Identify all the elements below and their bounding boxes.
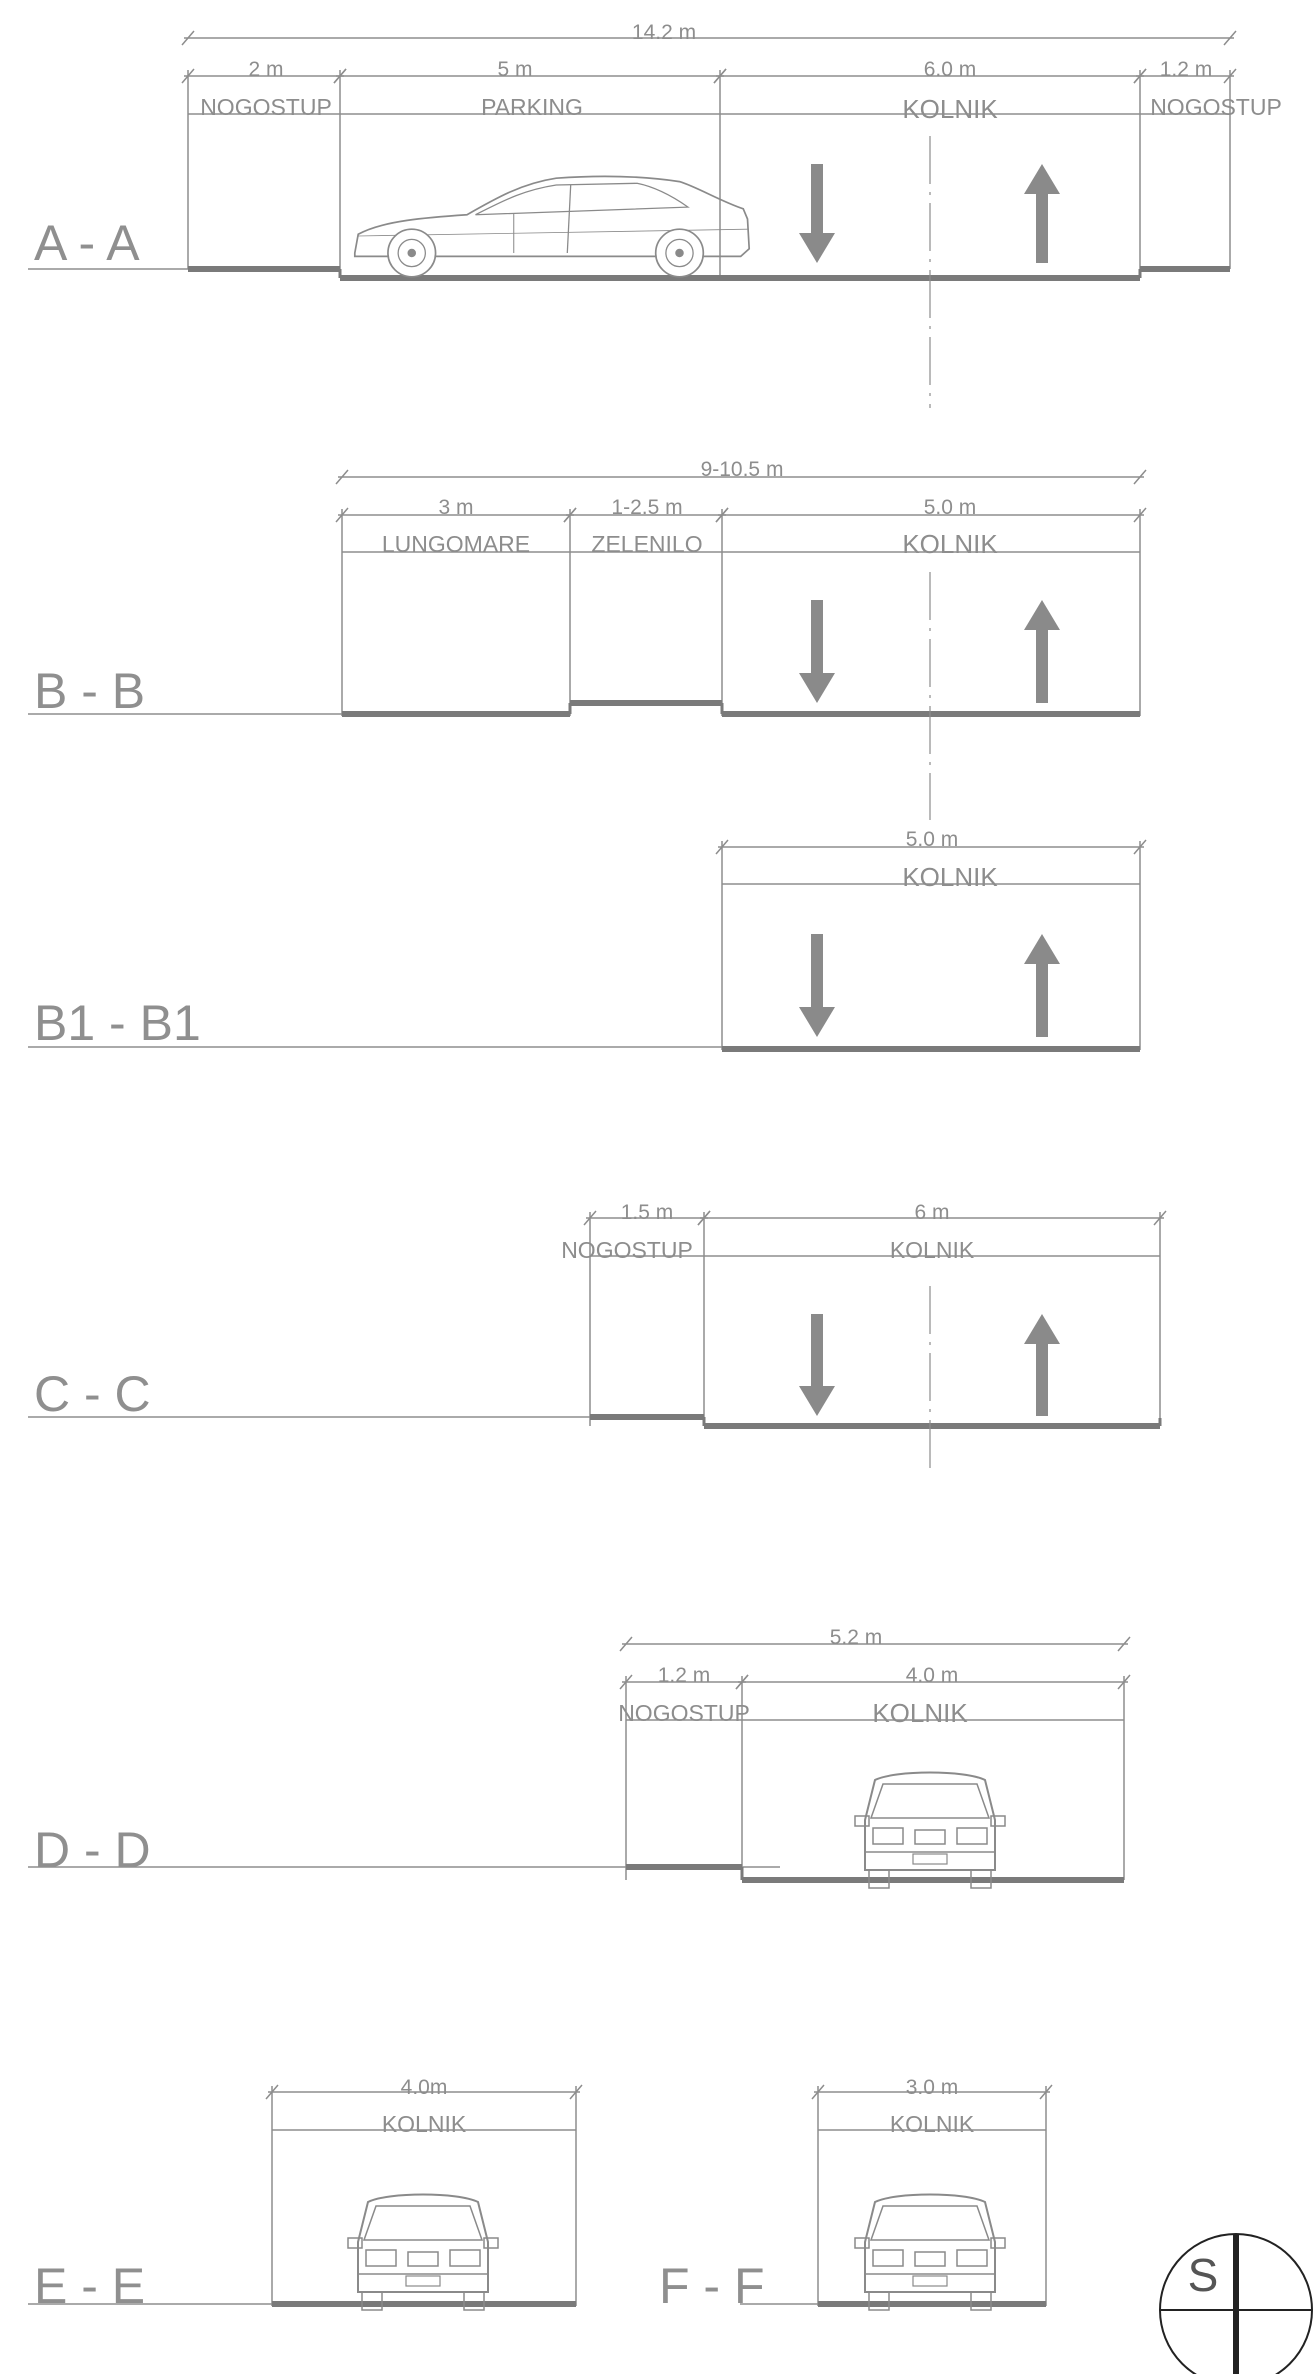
dimension-total-a: 14.2 m xyxy=(631,21,697,44)
traffic-arrow-down-icon xyxy=(811,164,823,235)
traffic-arrow-up-icon xyxy=(1036,628,1048,703)
section-title-c: C - C xyxy=(34,1366,151,1422)
dimension-b-greenery: 1-2.5 m xyxy=(611,496,683,519)
zone-label-a-parking: PARKING xyxy=(481,94,583,120)
north-arrow-letter: S xyxy=(1187,2249,1219,2301)
traffic-arrow-up-icon xyxy=(1036,192,1048,263)
section-title-f: F - F xyxy=(659,2258,765,2314)
traffic-arrow-up-head-icon xyxy=(1024,600,1060,630)
traffic-arrow-down-icon xyxy=(811,600,823,675)
traffic-arrow-up-icon xyxy=(1036,962,1048,1037)
traffic-arrow-up-head-icon xyxy=(1024,1314,1060,1344)
dimension-b-roadway: 5.0 m xyxy=(923,496,977,519)
dimension-d-roadway: 4.0 m xyxy=(905,1664,959,1687)
traffic-arrow-down-icon xyxy=(811,1314,823,1388)
car-front-view-icon xyxy=(347,2193,499,2311)
parked-car-icon xyxy=(353,175,751,278)
dimension-c-sidewalk: 1.5 m xyxy=(620,1201,674,1224)
dimension-a-roadway: 6.0 m xyxy=(923,58,977,81)
zone-label-b-greenery: ZELENILO xyxy=(591,531,703,557)
zone-label-a-sidewalk-right: NOGOSTUP xyxy=(1150,94,1282,120)
dimension-a-sidewalk-right: 1.2 m xyxy=(1159,58,1213,81)
zone-label-f-roadway: KOLNIK xyxy=(889,2111,975,2137)
car-front-view-icon xyxy=(854,2193,1006,2311)
section-title-a: A - A xyxy=(34,215,140,271)
dimension-f-roadway: 3.0 m xyxy=(905,2076,959,2099)
traffic-arrow-down-icon xyxy=(811,934,823,1009)
zone-label-a-sidewalk-left: NOGOSTUP xyxy=(200,94,332,120)
section-title-d: D - D xyxy=(34,1822,151,1878)
zone-label-e-roadway: KOLNIK xyxy=(381,2111,467,2137)
zone-label-d-sidewalk: NOGOSTUP xyxy=(618,1700,750,1726)
zone-label-b-promenade: LUNGOMARE xyxy=(381,531,531,557)
traffic-arrow-down-head-icon xyxy=(799,233,835,263)
dimension-c-roadway: 6 m xyxy=(914,1201,950,1224)
traffic-arrow-down-head-icon xyxy=(799,1386,835,1416)
zone-label-b-roadway: KOLNIK xyxy=(902,529,998,559)
dimension-e-roadway: 4.0m xyxy=(400,2076,448,2099)
zone-label-d-roadway: KOLNIK xyxy=(872,1698,968,1728)
traffic-arrow-down-head-icon xyxy=(799,673,835,703)
section-title-b: B - B xyxy=(34,663,146,719)
dimension-a-parking: 5 m xyxy=(497,58,533,81)
traffic-arrow-up-head-icon xyxy=(1024,164,1060,194)
car-front-view-icon xyxy=(854,1771,1006,1889)
section-title-e: E - E xyxy=(34,2258,146,2314)
section-title-b1: B1 - B1 xyxy=(34,995,201,1051)
dimension-total-d: 5.2 m xyxy=(829,1626,883,1649)
zone-label-a-roadway: KOLNIK xyxy=(902,94,998,124)
zone-label-c-sidewalk: NOGOSTUP xyxy=(561,1237,693,1263)
traffic-arrow-up-icon xyxy=(1036,1342,1048,1416)
dimension-d-sidewalk: 1.2 m xyxy=(657,1664,711,1687)
traffic-arrow-down-head-icon xyxy=(799,1007,835,1037)
dimension-tick xyxy=(1223,30,1237,46)
traffic-arrow-up-head-icon xyxy=(1024,934,1060,964)
dimension-tick xyxy=(619,1636,633,1652)
dimension-tick xyxy=(181,30,195,46)
zone-label-c-roadway: KOLNIK xyxy=(889,1237,975,1263)
dimension-tick xyxy=(1133,469,1147,485)
dimension-a-sidewalk-left: 2 m xyxy=(248,58,284,81)
dimension-total-b: 9-10.5 m xyxy=(700,458,784,481)
dimension-b-promenade: 3 m xyxy=(438,496,474,519)
dimension-b1-roadway: 5.0 m xyxy=(905,828,959,851)
dimension-tick xyxy=(335,469,349,485)
dimension-tick xyxy=(1117,1636,1131,1652)
zone-label-b1-roadway: KOLNIK xyxy=(902,862,998,892)
